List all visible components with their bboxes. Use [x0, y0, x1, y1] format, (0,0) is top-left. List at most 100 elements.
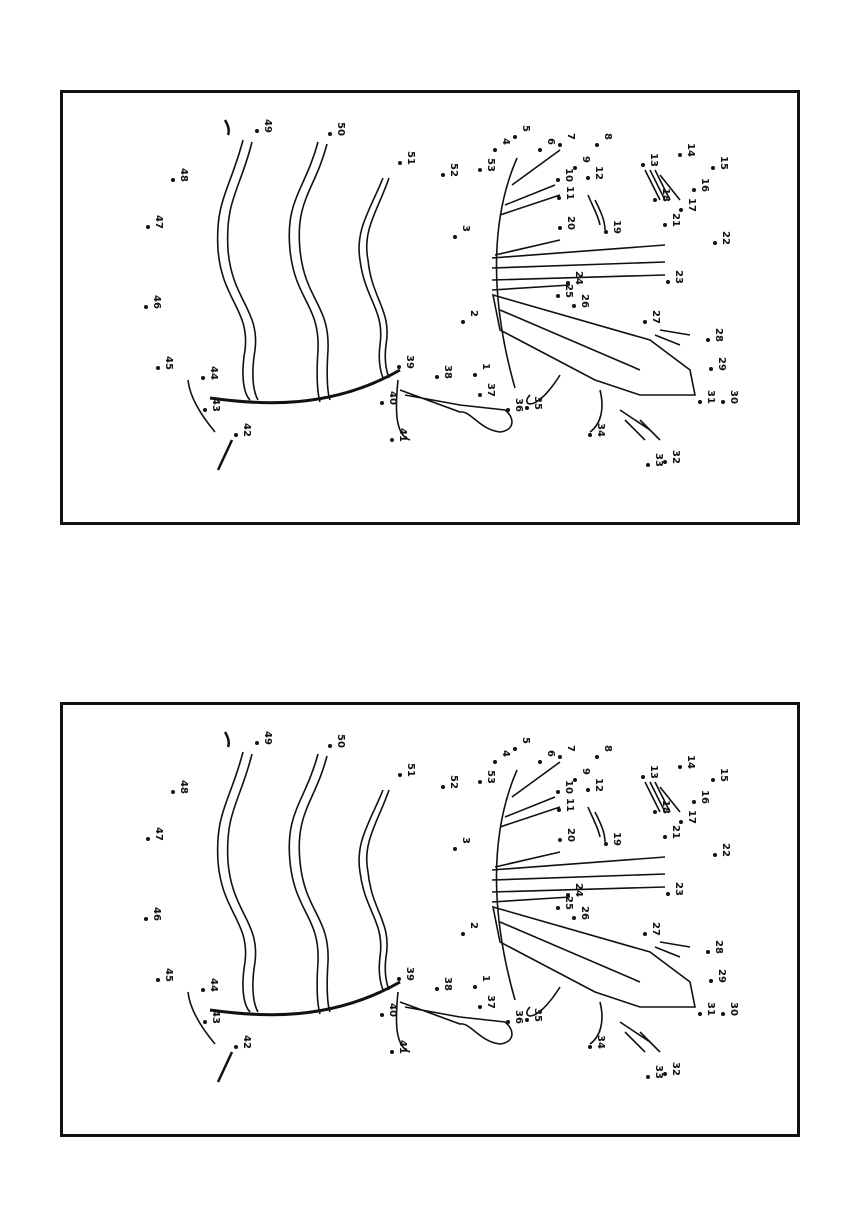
dot-marker [573, 778, 577, 782]
dot-marker [380, 401, 384, 405]
dot-3: 3 [453, 225, 471, 239]
dot-marker [573, 166, 577, 170]
dot-27: 27 [643, 310, 661, 324]
dot-marker [586, 176, 590, 180]
dot-number: 43 [210, 398, 221, 412]
dot-marker [525, 406, 529, 410]
dot-marker [397, 365, 401, 369]
dot-marker [698, 1012, 702, 1016]
dot-10: 10 [556, 780, 574, 794]
dot-number: 46 [151, 907, 162, 921]
dot-marker [558, 838, 562, 842]
dot-1: 1 [473, 363, 491, 377]
dot-marker [146, 225, 150, 229]
dot-16: 16 [692, 790, 710, 804]
dot-marker [692, 800, 696, 804]
dot-number: 6 [545, 750, 556, 757]
dot-marker [646, 1075, 650, 1079]
dot-17: 17 [679, 810, 697, 824]
dot-marker [711, 166, 715, 170]
dot-number: 38 [442, 977, 453, 991]
dot-marker [441, 785, 445, 789]
dot-6: 6 [538, 138, 556, 152]
dot-marker [643, 932, 647, 936]
dot-marker [506, 408, 510, 412]
dot-number: 45 [163, 968, 174, 982]
dot-marker [653, 198, 657, 202]
dot-19: 19 [604, 832, 622, 846]
dot-number: 1 [480, 975, 491, 982]
dot-48: 48 [171, 780, 189, 794]
dot-marker [506, 1020, 510, 1024]
dot-number: 50 [335, 122, 346, 136]
dot-10: 10 [556, 168, 574, 182]
dot-marker [144, 305, 148, 309]
dot-number: 37 [485, 383, 496, 397]
dot-marker [556, 790, 560, 794]
dot-marker [709, 367, 713, 371]
dot-38: 38 [435, 977, 453, 991]
dot-marker [473, 985, 477, 989]
dot-51: 51 [398, 763, 416, 777]
dot-marker [234, 433, 238, 437]
dot-22: 22 [713, 231, 731, 245]
dot-4: 4 [493, 138, 511, 152]
dot-42: 42 [234, 423, 252, 437]
dot-number: 10 [563, 168, 574, 182]
dot-20: 20 [558, 216, 576, 230]
dot-number: 31 [705, 1002, 716, 1016]
dot-number: 52 [448, 775, 459, 789]
dot-marker [538, 760, 542, 764]
dot-33: 33 [646, 1065, 664, 1079]
dot-12: 12 [586, 778, 604, 792]
dot-13: 13 [641, 153, 659, 167]
dot-number: 30 [728, 1002, 739, 1016]
dot-number: 39 [404, 967, 415, 981]
dot-number: 14 [685, 755, 696, 769]
dot-number: 50 [335, 734, 346, 748]
dot-number: 16 [699, 790, 710, 804]
dot-52: 52 [441, 163, 459, 177]
dot-41: 41 [390, 428, 408, 442]
dot-number: 4 [500, 750, 511, 757]
dot-marker [586, 788, 590, 792]
dot-number: 21 [670, 825, 681, 839]
dot-number: 10 [563, 780, 574, 794]
dot-number: 31 [705, 390, 716, 404]
dot-number: 45 [163, 356, 174, 370]
dot-number: 27 [650, 922, 661, 936]
dot-42: 42 [234, 1035, 252, 1049]
dot-7: 7 [558, 133, 576, 147]
dot-marker [201, 988, 205, 992]
dot-17: 17 [679, 198, 697, 212]
dot-marker [398, 773, 402, 777]
dot-number: 35 [532, 396, 543, 410]
dot-marker [461, 320, 465, 324]
dot-28: 28 [706, 328, 724, 342]
dot-number: 32 [670, 450, 681, 464]
dot-marker [493, 148, 497, 152]
dot-3: 3 [453, 837, 471, 851]
dot-5: 5 [513, 125, 531, 139]
dot-19: 19 [604, 220, 622, 234]
dot-marker [525, 1018, 529, 1022]
dot-marker [558, 755, 562, 759]
dot-45: 45 [156, 356, 174, 370]
dot-24: 24 [566, 883, 584, 897]
dot-37: 37 [478, 995, 496, 1009]
dot-number: 28 [713, 328, 724, 342]
dot-4: 4 [493, 750, 511, 764]
dot-29: 29 [709, 969, 727, 983]
dot-2: 2 [461, 310, 479, 324]
dot-number: 19 [611, 220, 622, 234]
dot-number: 16 [699, 178, 710, 192]
dot-25: 25 [556, 896, 574, 910]
dot-marker [679, 208, 683, 212]
dot-marker [692, 188, 696, 192]
dot-number: 47 [153, 215, 164, 229]
dot-number: 49 [262, 119, 273, 133]
dot-15: 15 [711, 768, 729, 782]
dot-34: 34 [588, 1035, 606, 1049]
